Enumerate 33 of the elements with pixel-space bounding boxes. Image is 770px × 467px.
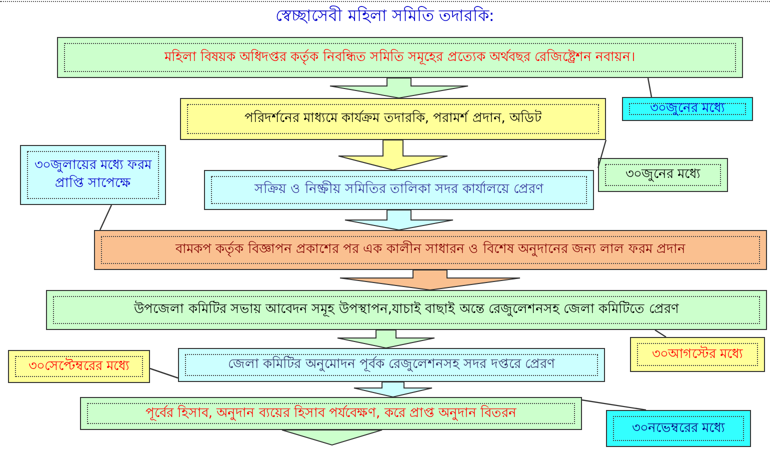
callout-text: ৩০জুনের মধ্যে <box>629 103 746 115</box>
process-box <box>178 348 605 382</box>
block-arrow <box>330 78 468 98</box>
process-box <box>46 290 767 330</box>
title: স্বেচ্ছাসেবী মহিলা সমিতি তদারকি: <box>274 4 496 27</box>
process-box <box>57 37 743 78</box>
callout-text: ৩০নভেম্বরের মধ্যে <box>613 416 744 441</box>
block-arrow <box>282 430 382 446</box>
callout-text: ৩০জুনের মধ্যে <box>605 164 721 186</box>
callout-box <box>8 350 150 383</box>
process-box <box>204 170 594 210</box>
block-arrow <box>344 210 454 230</box>
step-text: সক্রিয় ও নিষ্ক্রীয় সমিতির তালিকা সদর কার্যালয়ে প্রেরণ <box>211 176 587 204</box>
callout-text: ৩০জুলায়ের মধ্যে ফরম প্রাপ্তি সাপেক্ষে <box>27 151 159 199</box>
callout-box <box>630 337 765 372</box>
block-arrow <box>354 382 432 398</box>
callout-text: ৩০আগস্টের মধ্যে <box>637 343 758 366</box>
callout-box <box>598 158 728 192</box>
callout-box <box>20 145 166 205</box>
callout-box <box>622 97 753 121</box>
step-text: পূর্বের হিসাব, অনুদান ব্যয়ের হিসাব পর্যবেক্ষণ, করে প্রাপ্ত অনুদান বিতরন <box>87 403 575 424</box>
step-text: জেলা কমিটির অনুমোদন পূর্বক রেজুলেশনসহ সদর দপ্তরে প্রেরণ <box>185 354 598 376</box>
process-box <box>94 230 767 270</box>
callout-text: ৩০সেপ্টেম্বরের মধ্যে <box>15 356 143 377</box>
step-text: বামকপ কর্তৃক বিজ্ঞাপন প্রকাশের পর এক কালীন সাধারন ও বিশেষ অনুদানের জন্য লাল ফরম প্রদান <box>101 236 760 264</box>
block-arrow <box>337 330 435 349</box>
block-arrow <box>340 270 520 290</box>
block-arrow <box>338 140 448 171</box>
step-text: পরিদর্শনের মাধ্যমে কার্যক্রম তদারকি, পরামর্শ প্রদান, অডিট <box>187 104 599 134</box>
process-box <box>180 98 606 140</box>
step-text: উপজেলা কমিটির সভায় আবেদন সমূহ উপস্থাপন,যাচাই বাছাই অন্তে রেজুলেশনসহ জেলা কমিটিতে প্রেরণ <box>53 296 760 324</box>
callout-box <box>606 410 751 447</box>
step-text: মহিলা বিষয়ক অধিদপ্তর কর্তৃক নিবন্ধিত সমিতি সমূহের প্রত্যেক অর্থবছর রেজিষ্ট্রেশন নবায়ন। <box>64 43 736 72</box>
